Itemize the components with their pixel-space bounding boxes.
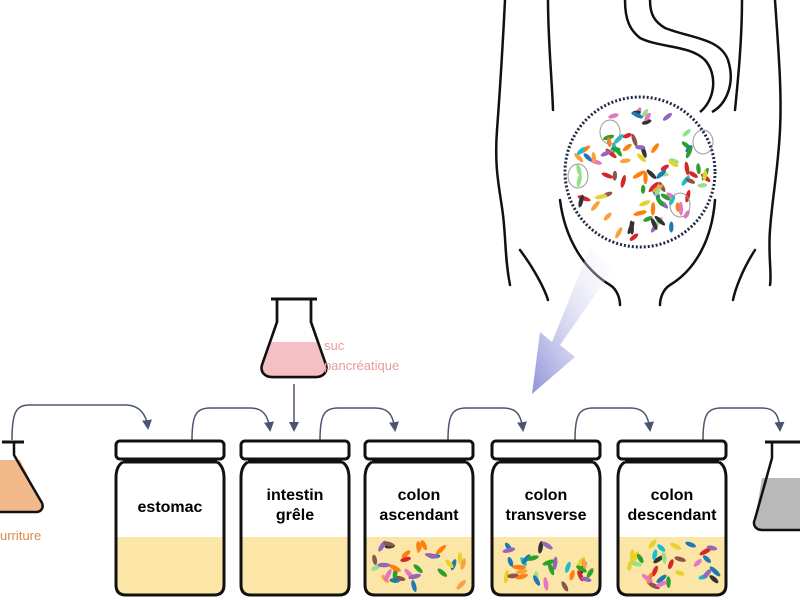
jar-intestin-grele xyxy=(239,439,351,597)
circle-bacteria-cluster xyxy=(567,107,714,241)
jar-label-colon-transverse: colon transverse xyxy=(505,487,587,524)
human-torso-outline xyxy=(494,0,782,307)
food-flask xyxy=(0,440,44,514)
transfer-arrows xyxy=(11,404,785,441)
jar-bacteria-colon-transverse xyxy=(502,541,594,592)
jar-bacteria-colon-descendant xyxy=(627,539,721,590)
jar-colon-transverse xyxy=(490,439,602,597)
arrow-transverse-to-descendant xyxy=(574,407,654,441)
food-label: urriture xyxy=(0,528,42,543)
arrow-estomac-to-intestin xyxy=(191,407,274,441)
jar-label-intestin-grele: intestin grêle xyxy=(266,487,324,524)
jar-label-colon-ascendant: colon ascendant xyxy=(379,487,459,524)
jar-colon-descendant xyxy=(616,439,728,597)
jar-colon-ascendant xyxy=(363,439,475,597)
arrow-descendant-to-waste xyxy=(702,407,785,441)
jar-estomac xyxy=(114,439,226,597)
waste-flask xyxy=(752,440,800,532)
arrow-intestin-to-ascendant xyxy=(319,407,399,441)
jar-label-colon-descendant: colon descendant xyxy=(627,487,717,524)
arrow-ascendant-to-transverse xyxy=(447,407,527,441)
arrow-food-to-estomac xyxy=(11,404,152,441)
pancreatic-juice-label: suc pancréatique xyxy=(324,338,400,373)
pancreatic-juice-flask xyxy=(260,297,328,379)
stomach-outline xyxy=(623,0,732,114)
jar-bacteria-colon-ascendant xyxy=(371,540,466,592)
large-diagonal-arrow xyxy=(532,248,614,394)
jar-label-estomac: estomac xyxy=(137,499,203,516)
microbiota-magnifier xyxy=(563,95,717,249)
